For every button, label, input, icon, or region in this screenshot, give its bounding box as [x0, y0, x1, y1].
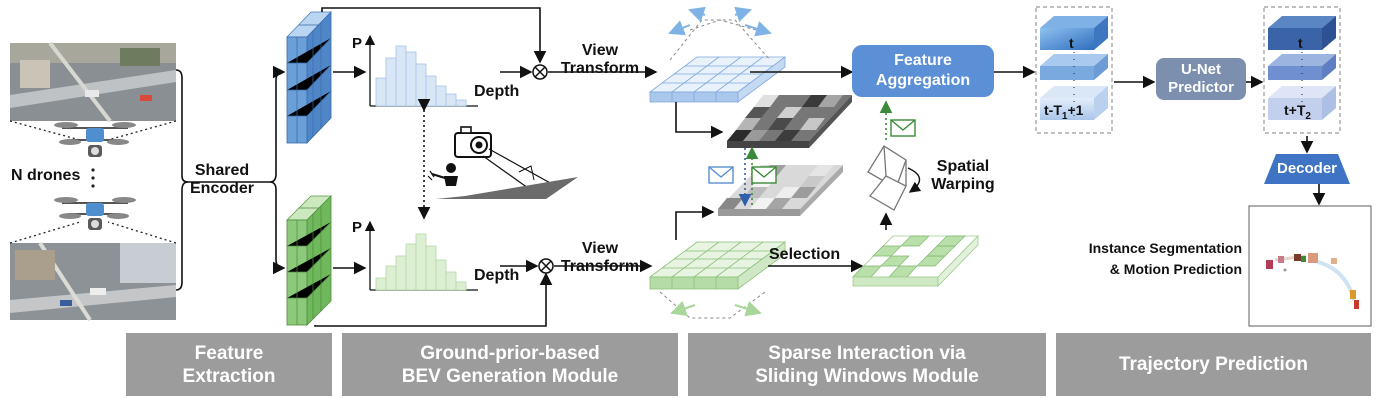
envelope-icon-green: [751, 166, 777, 184]
view-transform-arrows: [500, 65, 658, 273]
envelope-icon-aggregation: [890, 119, 916, 137]
p-axis-label-bottom: P: [352, 219, 363, 236]
sparse-selected-grid: [852, 235, 979, 287]
drone-image-bottom: [10, 241, 176, 322]
correlation-grid-light: [718, 165, 843, 216]
time-label-output-bottom: t+T2: [1284, 102, 1311, 122]
unet-predictor-block: U-Net Predictor: [1156, 58, 1246, 100]
shared-encoder-label: Shared Encoder: [189, 162, 255, 197]
depth-histogram-top: [364, 34, 478, 107]
time-label-output-top: t: [1298, 35, 1303, 51]
temporal-arrows: [994, 65, 1326, 206]
person-icon: [427, 163, 458, 186]
encoder-output-branch: [268, 65, 286, 275]
feature-aggregation-block: Feature Aggregation: [852, 45, 994, 97]
p-axis-label-top: P: [352, 35, 363, 52]
depth-label-top: Depth: [474, 83, 520, 100]
prediction-output-panel: [1248, 205, 1372, 327]
stage-trajectory-prediction: Trajectory Prediction: [1056, 333, 1371, 396]
depth-histogram-bottom: [364, 220, 478, 291]
instance-segmentation-label: Instance Segmentation & Motion Predictio…: [1088, 240, 1242, 277]
feature-to-depth-arrows: [314, 7, 553, 327]
spatial-warping-shape: [867, 145, 907, 211]
multiply-nodes: [532, 64, 554, 274]
camera-icon: [454, 126, 553, 189]
blue-bev-grid: [648, 6, 787, 103]
warping-arrow: [907, 167, 922, 193]
ground-plane: [436, 177, 578, 199]
selection-label: Selection: [769, 246, 841, 263]
temporal-stack-input: [1035, 6, 1113, 134]
depth-label-bottom: Depth: [474, 267, 520, 284]
green-feature-volume: [286, 195, 332, 326]
bev-routing-arrows: [675, 65, 864, 273]
green-bev-grid: [648, 241, 787, 319]
drone-icon-bottom: [54, 197, 136, 230]
decoder-label: Decoder: [1276, 160, 1338, 177]
blue-feature-volume: [286, 11, 332, 144]
time-label-input-top: t: [1069, 35, 1074, 51]
multiply-node-crosses: [534, 66, 552, 272]
view-transform-label-top: View Transform: [560, 42, 640, 77]
n-drones-label: N drones: [11, 167, 81, 184]
view-transform-label-bottom: View Transform: [560, 240, 640, 275]
drone-frustum-lines: [9, 120, 177, 244]
temporal-stack-output: [1263, 6, 1341, 134]
drone-icon-top: [54, 122, 136, 157]
drone-ellipsis-dots: [91, 168, 95, 188]
time-label-input-bottom: t-T1+1: [1044, 102, 1084, 122]
envelope-icon-blue: [708, 166, 734, 184]
spatial-warping-label: Spatial Warping: [931, 158, 995, 193]
drone-image-top: [10, 41, 176, 123]
encoder-input-bracket: [175, 69, 268, 291]
correlation-grid-dark: [727, 95, 852, 148]
decoder-block: [1264, 154, 1350, 184]
